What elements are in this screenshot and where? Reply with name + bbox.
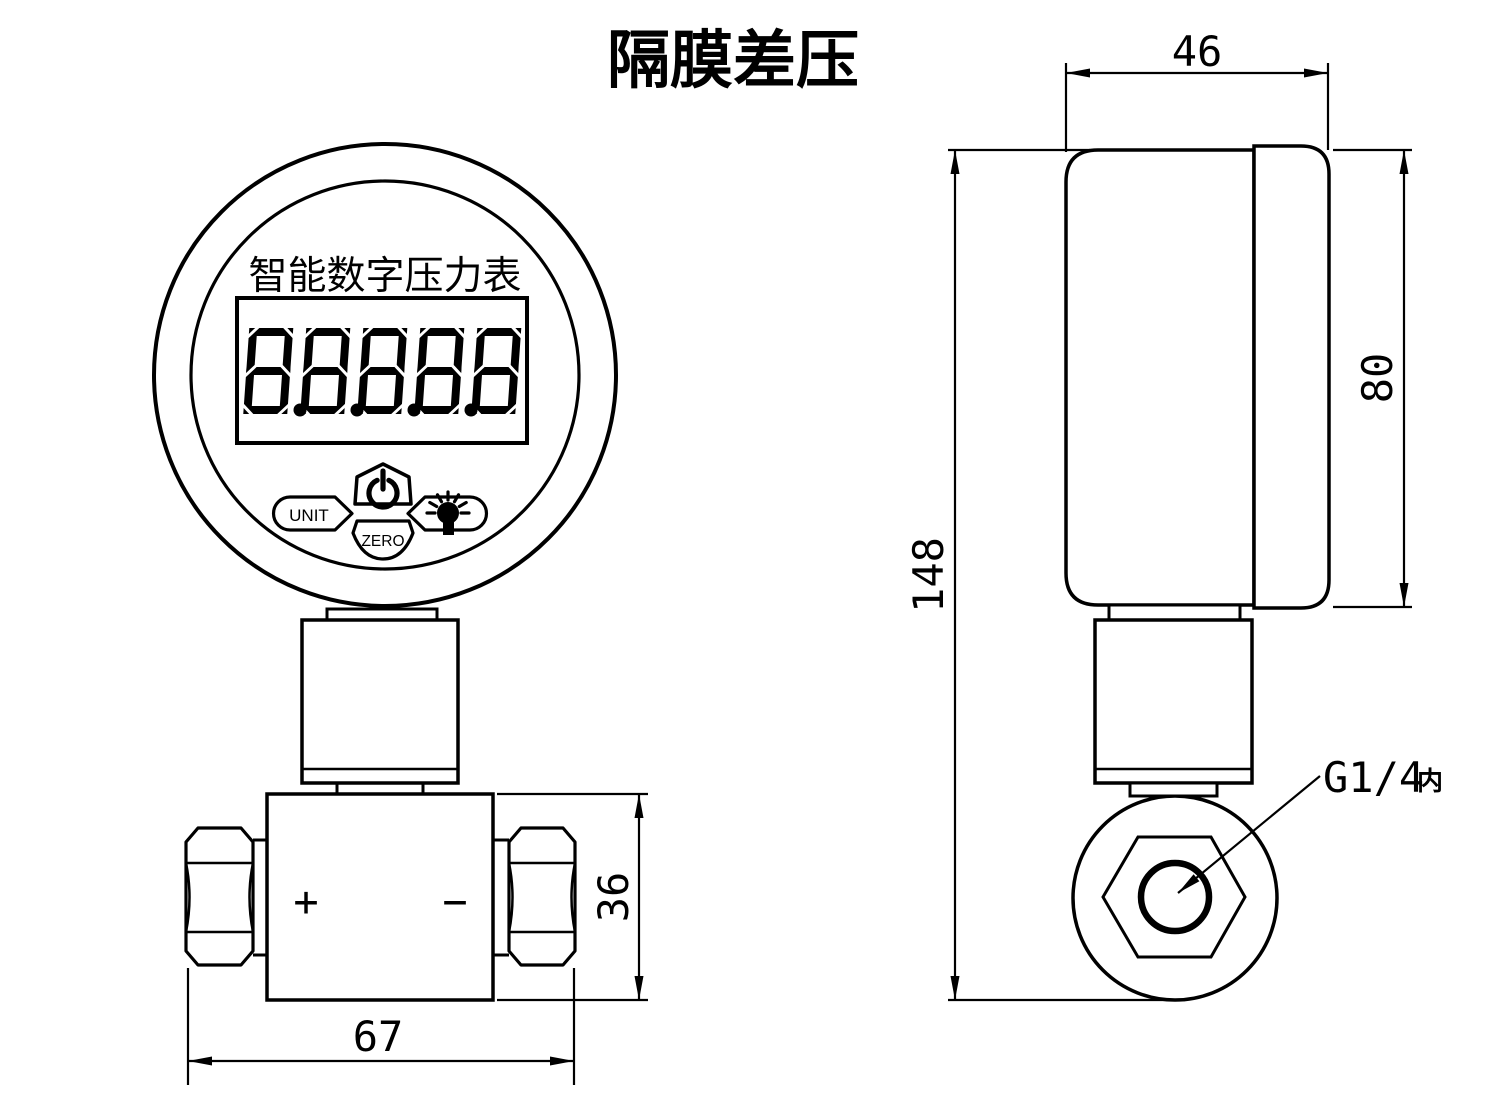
zero-button: ZERO [351, 519, 415, 561]
plus-port-label: + [293, 877, 318, 926]
dim-36-text: 36 [589, 872, 638, 923]
dim-46-text: 46 [1172, 27, 1223, 76]
dim-67-text: 67 [353, 1012, 404, 1061]
port-bore [1137, 859, 1213, 935]
thread-label-suffix: 内 [1417, 766, 1443, 796]
unit-button: UNIT [271, 495, 354, 532]
thread-label: G1/4 [1323, 753, 1424, 802]
side-neck-block [1093, 618, 1254, 785]
seven-segment-display [241, 326, 523, 417]
dim-case-height-80: 80 [1333, 148, 1412, 609]
leader-arrow [1178, 874, 1200, 893]
front-view: 智能数字压力表 U [152, 142, 648, 1085]
page-title: 隔膜差压 [607, 26, 859, 96]
neck-block [300, 618, 460, 785]
dim-block-height-36: 36 [497, 792, 648, 1002]
unit-button-label: UNIT [289, 506, 329, 525]
dim-overall-height-148: 148 [904, 148, 1185, 1002]
bulb-icon [425, 490, 471, 535]
decimal-points [293, 403, 478, 417]
dim-case-width-46: 46 [1064, 27, 1330, 152]
side-back-cover [1252, 144, 1331, 610]
left-compression-nut [184, 826, 267, 967]
dial-label: 智能数字压力表 [248, 255, 521, 298]
dim-overall-width-67: 67 [186, 968, 576, 1085]
thread-callout: G1/4 内 [1177, 753, 1443, 894]
side-view: G1/4 内 46 80 [904, 27, 1443, 1002]
minus-port-label: − [442, 877, 467, 926]
power-icon [366, 468, 400, 510]
side-neck-tab [1107, 603, 1242, 622]
dim-80-text: 80 [1353, 353, 1402, 404]
dim-148-text: 148 [904, 537, 953, 613]
backlight-button [406, 490, 489, 535]
pressure-block [265, 792, 495, 1002]
side-case [1064, 148, 1256, 607]
side-bottom-tab [1128, 781, 1219, 798]
zero-button-label: ZERO [361, 533, 404, 550]
power-button [353, 462, 413, 510]
right-compression-nut [493, 826, 577, 967]
